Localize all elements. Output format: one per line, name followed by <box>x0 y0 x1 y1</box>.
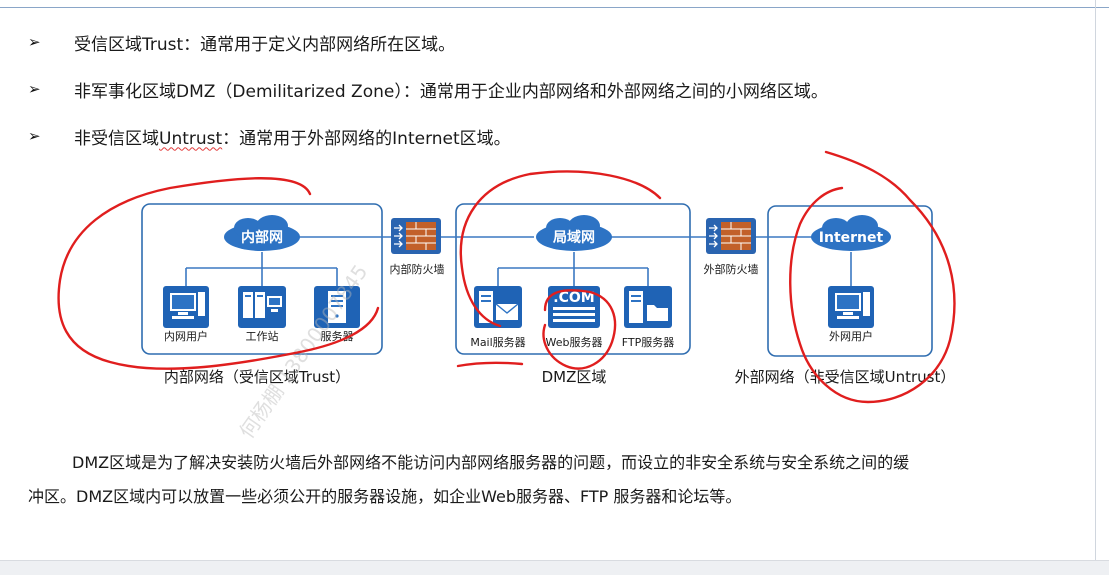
paragraph-line: 冲区。DMZ区域内可以放置一些必须公开的服务器设施，如企业Web服务器、FTP … <box>28 487 742 506</box>
bullet-text: 非军事化区域DMZ（Demilitarized Zone）：通常用于企业内部网络… <box>74 81 828 102</box>
mail-server-icon <box>474 286 522 328</box>
bullet-text: 受信区域Trust：通常用于定义内部网络所在区域。 <box>74 34 456 55</box>
bullet-arrow-icon: ➢ <box>28 127 41 145</box>
device-label: 外网用户 <box>829 329 873 343</box>
cloud-icon: 内部网 <box>224 215 300 251</box>
ink-circle-trust <box>57 177 380 370</box>
zone-label-trust: 内部网络（受信区域Trust） <box>164 368 350 386</box>
cloud-label-dmz: 局域网 <box>553 229 595 246</box>
web-server-icon: .COM <box>548 286 600 328</box>
ink-circle-dmz <box>459 170 662 328</box>
bullet-list: ➢ 受信区域Trust：通常用于定义内部网络所在区域。 ➢ 非军事化区域DMZ（… <box>28 26 1088 167</box>
spellcheck-word: Untrust <box>159 128 223 149</box>
page-edge <box>1095 0 1096 560</box>
ink-underline-dmz <box>456 361 524 368</box>
cloud-label-untrust: Internet <box>819 230 884 246</box>
server-icon <box>314 286 360 328</box>
ftp-server-icon <box>624 286 672 328</box>
firewall-label-internal: 内部防火墙 <box>390 262 445 276</box>
bullet-text-pre: 非受信区域 <box>74 128 159 149</box>
dmz-network-diagram: 内部网 局域网 Internet 内部防火墙 外部防 <box>57 150 956 440</box>
bullet-arrow-icon: ➢ <box>28 80 41 98</box>
workstation-icon <box>238 286 286 328</box>
header-rule <box>0 7 1109 8</box>
ink-circle-untrust <box>789 150 956 404</box>
device-label: 内网用户 <box>164 329 208 343</box>
bullet-text: 非受信区域Untrust：通常用于外部网络的Internet区域。 <box>74 124 511 149</box>
firewall-label-external: 外部防火墙 <box>704 262 759 276</box>
bullet-item-dmz: ➢ 非军事化区域DMZ（Demilitarized Zone）：通常用于企业内部… <box>28 73 1088 105</box>
bullet-arrow-icon: ➢ <box>28 33 41 51</box>
pc-icon <box>828 286 874 328</box>
pc-icon <box>163 286 209 328</box>
device-label: FTP服务器 <box>622 336 675 349</box>
ink-circle-web <box>542 289 617 370</box>
device-label: Mail服务器 <box>470 336 525 349</box>
com-label: .COM <box>553 290 594 306</box>
bottom-toolbar <box>0 560 1109 575</box>
firewall-icon <box>706 218 756 254</box>
zone-label-untrust: 外部网络（非受信区域Untrust） <box>735 368 956 386</box>
device-label: Web服务器 <box>546 336 603 349</box>
cloud-icon: Internet <box>811 215 891 251</box>
bullet-item-untrust: ➢ 非受信区域Untrust：通常用于外部网络的Internet区域。 <box>28 120 1088 152</box>
bullet-item-trust: ➢ 受信区域Trust：通常用于定义内部网络所在区域。 <box>28 26 1088 58</box>
device-label: 工作站 <box>246 329 279 343</box>
bullet-text-post: ：通常用于外部网络的Internet区域。 <box>222 128 511 149</box>
firewall-icon <box>391 218 441 254</box>
description-paragraph: DMZ区域是为了解决安装防火墙后外部网络不能访问内部网络服务器的问题，而设立的非… <box>28 446 1078 514</box>
zone-label-dmz: DMZ区域 <box>542 368 607 386</box>
paragraph-line: DMZ区域是为了解决安装防火墙后外部网络不能访问内部网络服务器的问题，而设立的非… <box>72 453 910 472</box>
zone-box-untrust <box>767 205 933 357</box>
cloud-label-trust: 内部网 <box>241 229 283 246</box>
cloud-icon: 局域网 <box>536 215 612 251</box>
